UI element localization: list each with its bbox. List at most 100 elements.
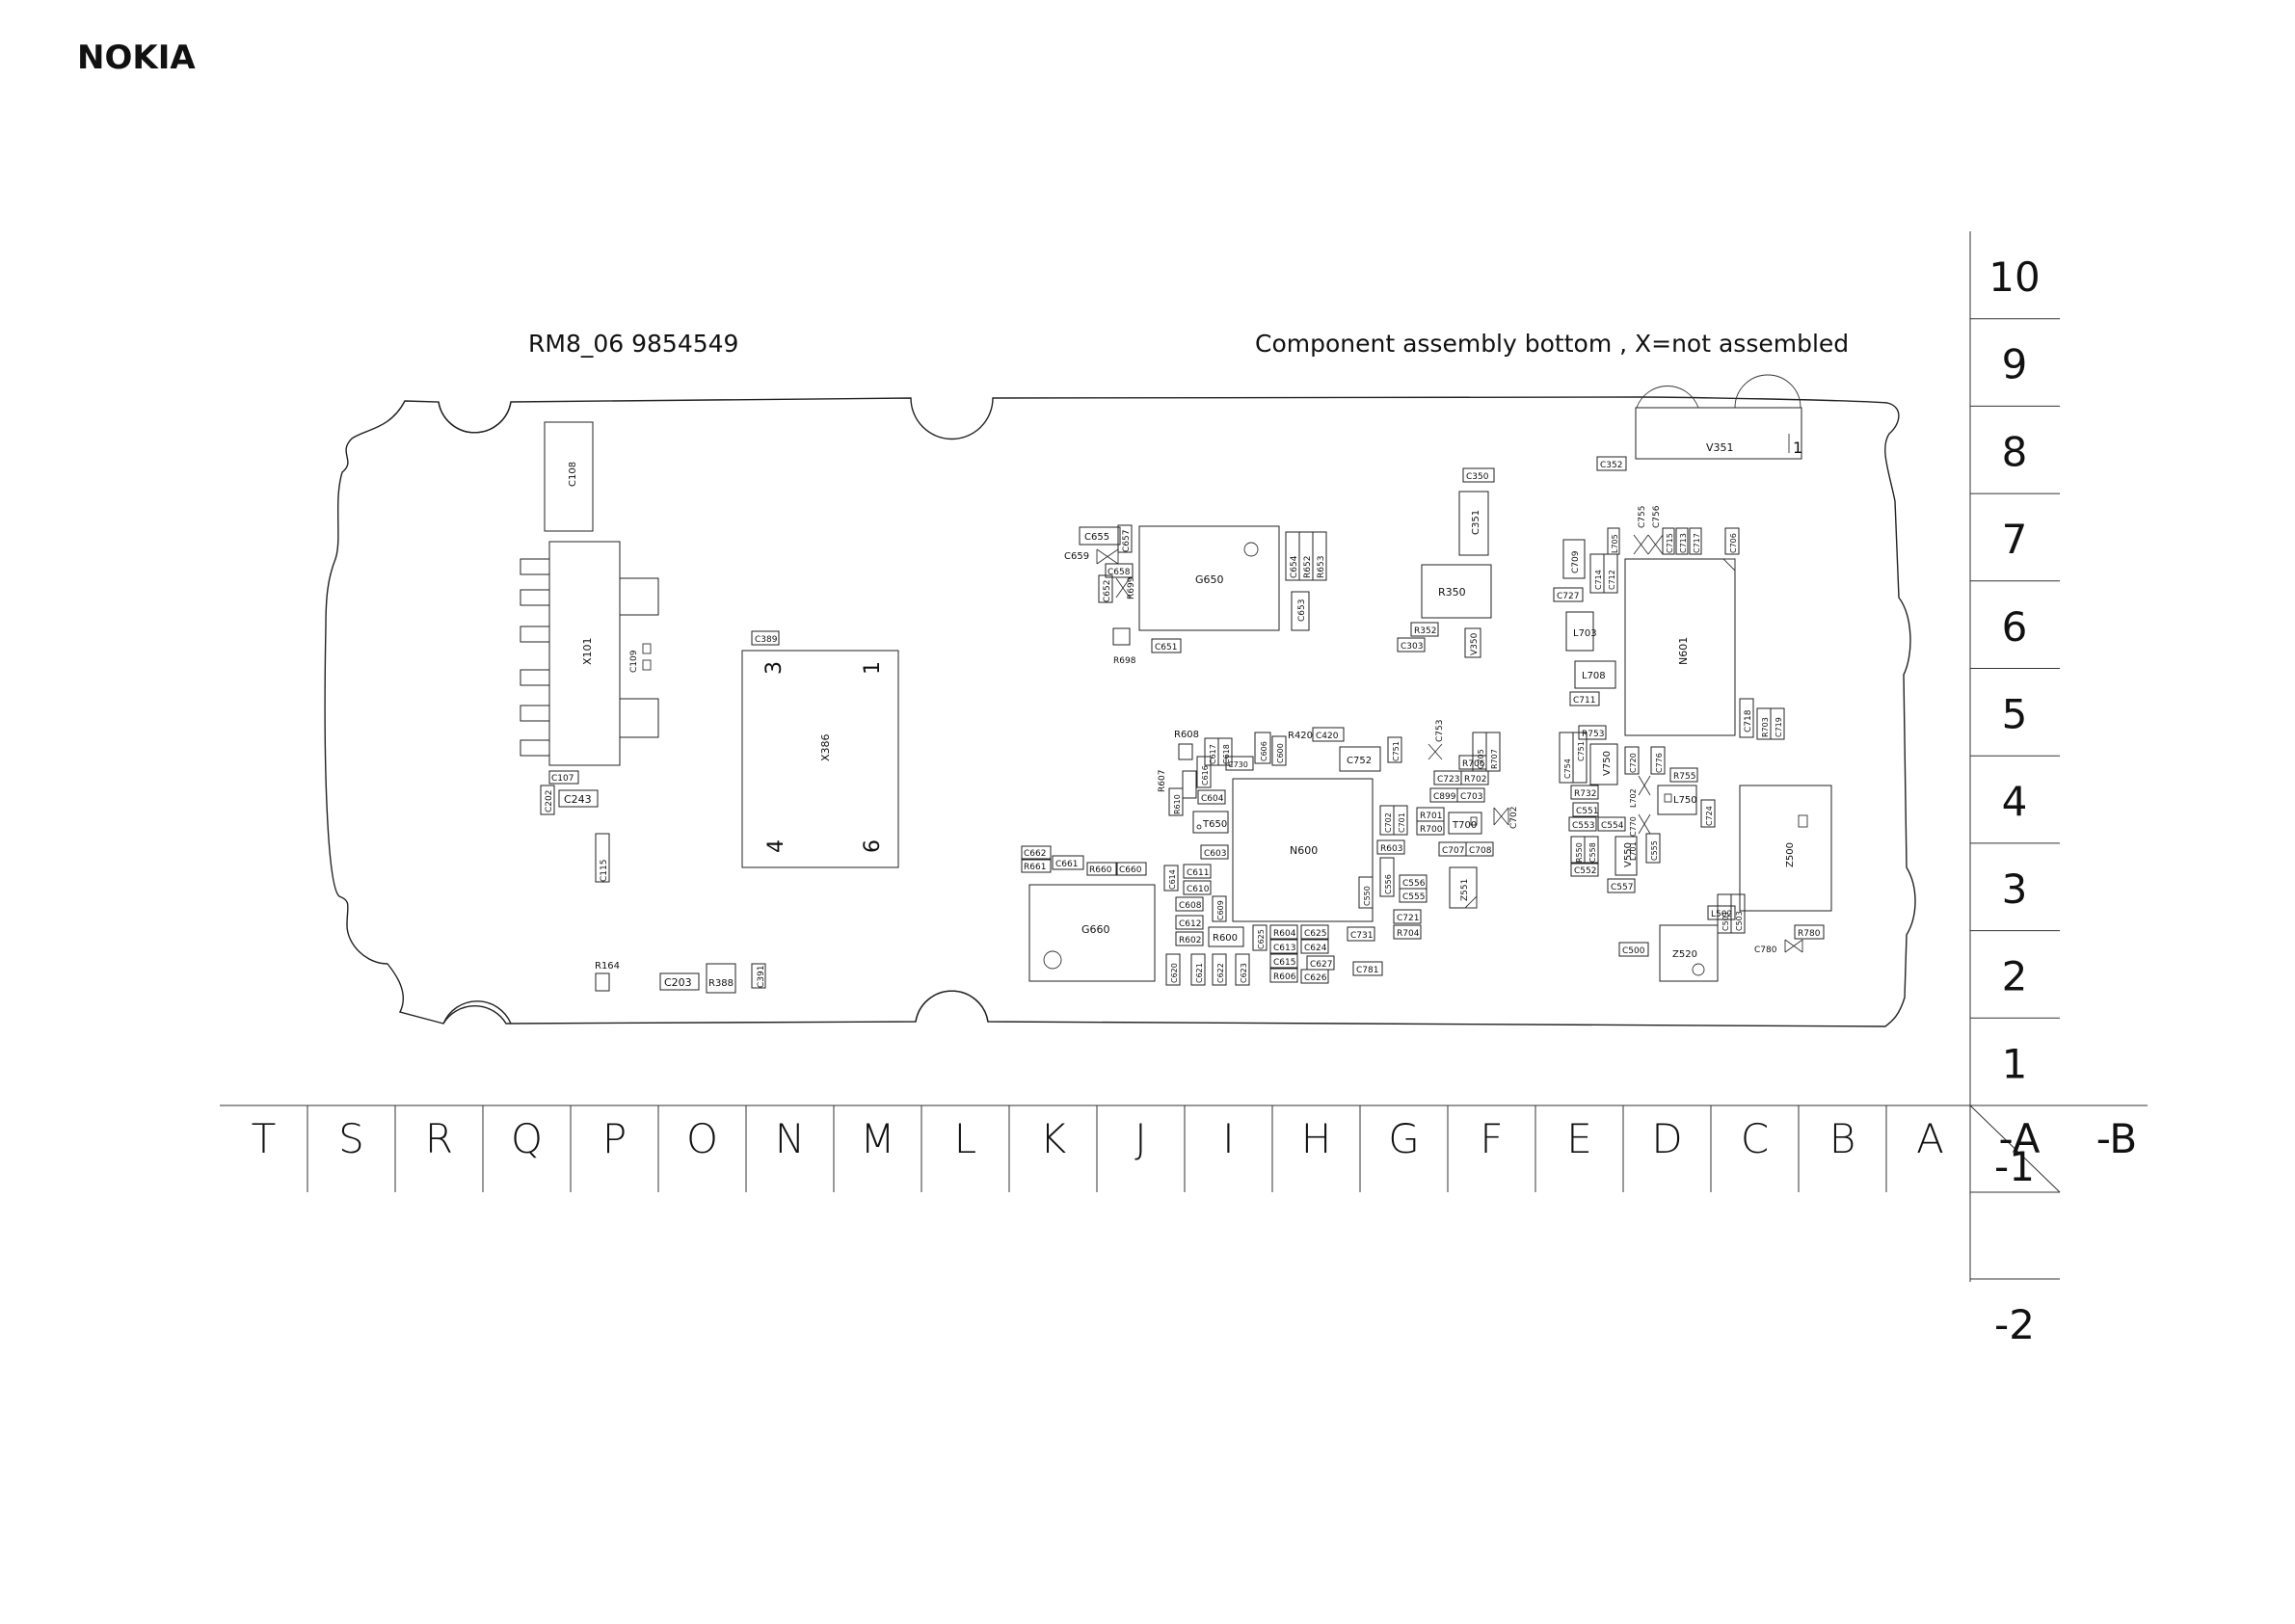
svg-text:C714: C714: [1594, 570, 1603, 590]
svg-text:C627: C627: [1310, 960, 1332, 970]
svg-text:C655: C655: [1084, 532, 1109, 543]
svg-text:C708: C708: [1469, 846, 1492, 856]
column-label: O: [686, 1115, 718, 1162]
svg-text:C731: C731: [1350, 931, 1373, 941]
bottom-mid-notch: [915, 990, 989, 1023]
svg-text:V750: V750: [1602, 751, 1613, 776]
svg-text:C303: C303: [1401, 642, 1423, 652]
svg-text:C615: C615: [1273, 958, 1295, 968]
svg-text:R550: R550: [1575, 842, 1584, 863]
component-group-n601: C755 C756 L705 C715 C713 C717 C706 C709 …: [1553, 505, 1785, 740]
row-label: 3: [2002, 865, 2028, 913]
svg-text:R660: R660: [1089, 865, 1112, 875]
column-label: N: [775, 1115, 805, 1162]
svg-text:C621: C621: [1195, 963, 1204, 983]
svg-text:R603: R603: [1380, 844, 1402, 854]
svg-text:C603: C603: [1204, 849, 1226, 859]
svg-text:C623: C623: [1240, 963, 1248, 983]
row-label: 5: [2002, 691, 2028, 738]
svg-text:C618: C618: [1222, 744, 1231, 764]
svg-text:X386: X386: [819, 733, 832, 761]
svg-text:R608: R608: [1174, 730, 1199, 740]
svg-text:R607: R607: [1158, 770, 1167, 792]
svg-text:R707: R707: [1490, 749, 1499, 769]
column-label: P: [602, 1115, 627, 1162]
svg-text:C721: C721: [1397, 914, 1419, 923]
svg-text:C554: C554: [1601, 821, 1624, 831]
svg-text:R780: R780: [1798, 929, 1821, 939]
svg-text:G660: G660: [1081, 923, 1110, 936]
row-label: 2: [2002, 953, 2028, 1000]
svg-text:C651: C651: [1155, 643, 1177, 652]
svg-text:C614: C614: [1168, 869, 1177, 890]
row-label-negative: -2: [1994, 1301, 2035, 1348]
svg-text:C609: C609: [1216, 900, 1225, 920]
svg-text:C712: C712: [1608, 570, 1616, 590]
svg-text:C557: C557: [1611, 883, 1633, 892]
svg-text:C550: C550: [1363, 886, 1372, 906]
component-group-g650: C655 C659 C652 C658 R699 C657 G650 C654 …: [1064, 524, 1327, 666]
svg-text:C608: C608: [1179, 901, 1202, 911]
svg-text:C660: C660: [1119, 865, 1142, 875]
svg-text:C752: C752: [1347, 756, 1372, 766]
svg-text:C556: C556: [1384, 874, 1393, 894]
svg-text:C503: C503: [1735, 911, 1744, 931]
svg-text:C558: C558: [1588, 842, 1597, 863]
svg-text:V351: V351: [1706, 441, 1734, 454]
component-group-n600: R608 C617 C618 C730 C606 C600 R420 C420 …: [1158, 720, 1519, 922]
grid-diagonal: [1969, 1105, 2061, 1193]
svg-text:C626: C626: [1304, 973, 1327, 983]
svg-text:C501: C501: [1721, 911, 1730, 931]
svg-text:C709: C709: [1571, 550, 1581, 573]
svg-text:C352: C352: [1600, 461, 1622, 470]
column-label: K: [1040, 1115, 1067, 1162]
svg-text:R604: R604: [1273, 929, 1296, 939]
component-group-v750: R753 C754 C751 V750 C720 L702 C776 R755 …: [1559, 725, 1716, 861]
column-label: H: [1301, 1115, 1332, 1162]
column-label-right: -B: [2096, 1115, 2137, 1162]
svg-text:R703: R703: [1761, 717, 1770, 737]
svg-text:C625: C625: [1257, 929, 1266, 949]
svg-text:C707: C707: [1442, 846, 1464, 856]
svg-text:C555: C555: [1402, 892, 1425, 902]
row-label: 1: [2002, 1040, 2028, 1087]
svg-text:C753: C753: [1435, 720, 1445, 742]
svg-text:R388: R388: [708, 978, 734, 989]
svg-text:R699: R699: [1127, 576, 1136, 599]
svg-text:C622: C622: [1216, 963, 1225, 983]
column-label: A: [1916, 1115, 1944, 1162]
row-label: 7: [2002, 516, 2028, 563]
svg-text:C551: C551: [1576, 807, 1598, 816]
component-group-v550: R732 C551 C553 C554 V550 C557 C552 R550 …: [1568, 785, 1661, 893]
column-label: I: [1222, 1115, 1234, 1162]
svg-text:C776: C776: [1655, 753, 1664, 773]
column-label: S: [338, 1115, 364, 1162]
svg-text:C606: C606: [1260, 741, 1268, 761]
svg-text:R698: R698: [1113, 656, 1136, 666]
svg-text:4: 4: [764, 839, 788, 853]
svg-text:C203: C203: [664, 976, 692, 989]
svg-text:R606: R606: [1273, 972, 1296, 982]
component-group-v351: V351 1 C352: [1596, 374, 1802, 471]
row-label: 4: [2002, 778, 2028, 825]
svg-text:G650: G650: [1195, 573, 1224, 586]
svg-text:C754: C754: [1563, 759, 1572, 779]
component-group-x386: C389 X386 3 1 4 6: [741, 630, 899, 868]
brand-logo: NOKIA: [77, 39, 196, 77]
svg-text:C724: C724: [1705, 806, 1714, 826]
svg-text:C107: C107: [551, 774, 574, 784]
column-label: F: [1480, 1115, 1503, 1162]
svg-text:C553: C553: [1572, 821, 1594, 831]
board-id-label: RM8_06 9854549: [528, 330, 738, 358]
bottom-left-notch: [442, 1000, 512, 1025]
svg-text:C705: C705: [1477, 749, 1485, 769]
column-label: M: [860, 1115, 894, 1162]
svg-text:C661: C661: [1055, 860, 1078, 869]
component-group-r164: R164 C203 R388 C391: [595, 961, 766, 994]
svg-text:C109: C109: [629, 650, 639, 673]
row-label-negative: -1: [1994, 1143, 2035, 1190]
svg-text:C612: C612: [1179, 919, 1201, 929]
svg-text:C391: C391: [757, 966, 766, 988]
svg-text:R706: R706: [1462, 759, 1485, 769]
